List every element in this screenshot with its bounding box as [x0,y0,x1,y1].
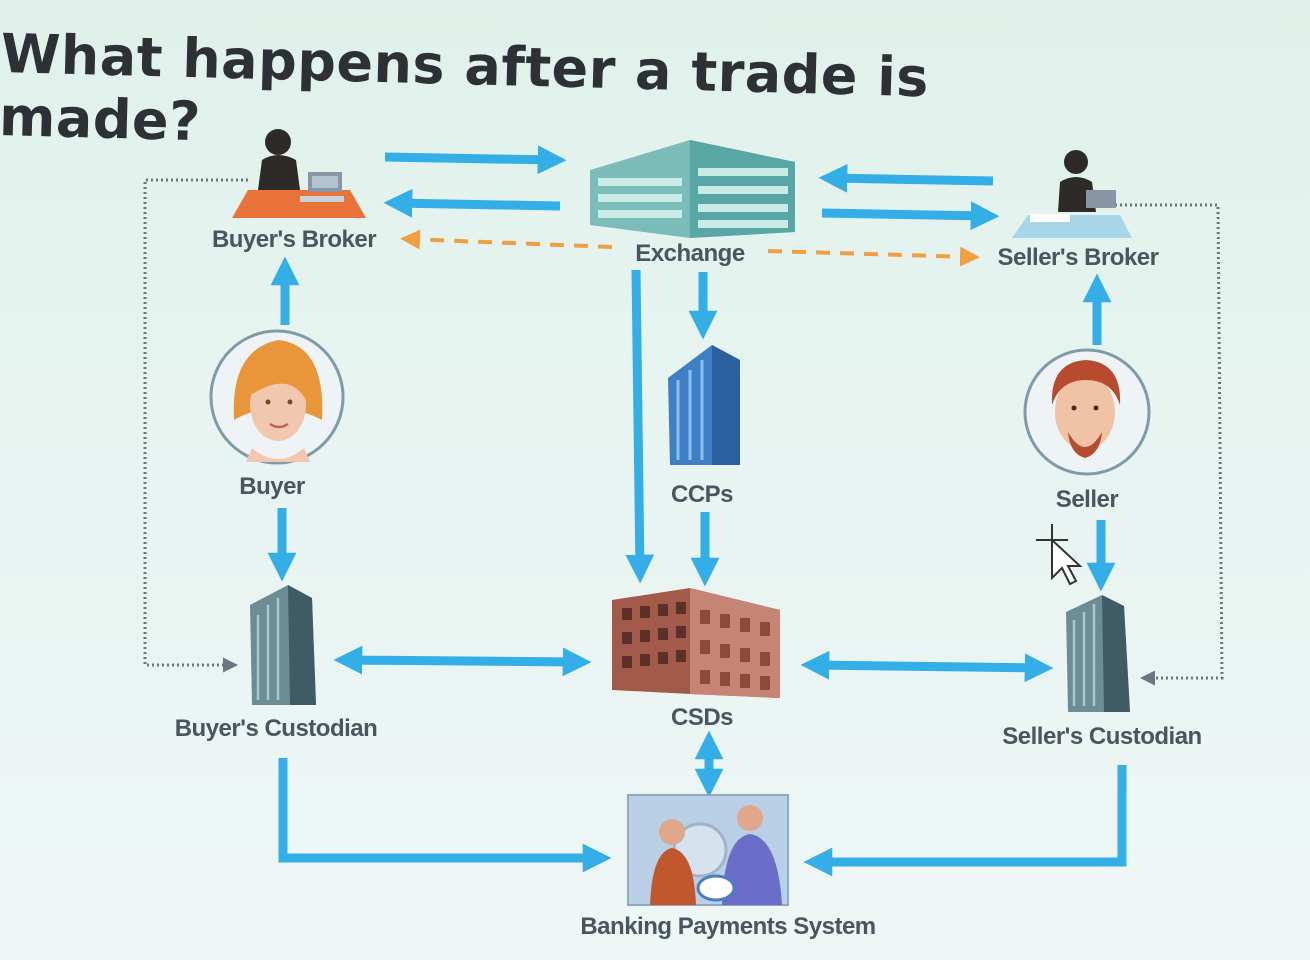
buyers-broker-label: Buyer's Broker [211,226,377,253]
csd-building-icon [612,588,780,698]
arrow-exchange-to-csds [625,269,655,584]
arrow-sellers-broker-to-exchange [818,163,994,193]
sellers-custodian-label: Seller's Custodian [1002,723,1202,750]
seller-avatar-icon [1023,348,1151,476]
exchange-label: Exchange [635,240,745,267]
mouse-cursor-icon [1036,524,1083,586]
arrow-buyers-custodian-csds [333,645,592,677]
arrow-buyers-broker-to-exchange [384,145,567,175]
arrow-exchange-to-buyers-broker [383,188,561,218]
broker-desk-icon [232,129,366,218]
broker-desk-icon [1012,150,1132,238]
buyer-label: Buyer [239,473,305,500]
buyers-custodian-label: Buyer's Custodian [174,715,378,742]
exchange-building-icon [590,140,795,238]
arrow-sellers-custodian-csds [800,650,1054,683]
arrow-exchange-to-sellers-broker [821,201,1000,231]
custodian-tower-icon [1066,595,1130,712]
seller-label: Seller [1055,486,1119,513]
info-arrow-exchange-to-buyers-broker [400,229,613,250]
buyer-avatar-icon [209,329,345,465]
arrow-buyers-custodian-to-banking [278,758,612,873]
csds-label: CSDs [670,704,734,731]
arrow-sellers-custodian-to-banking [803,765,1127,877]
sellers-broker-label: Seller's Broker [997,244,1159,271]
info-arrow-exchange-to-sellers-broker [767,246,980,267]
buyer-dotted-connector [143,178,248,673]
ccp-tower-icon [668,345,740,465]
seller-dotted-connector [1115,203,1224,686]
banking-people-icon [627,794,789,906]
ccps-label: CCPs [670,481,734,508]
custodian-tower-icon [250,585,316,705]
banking-payments-system-label: Banking Payments System [580,913,876,940]
